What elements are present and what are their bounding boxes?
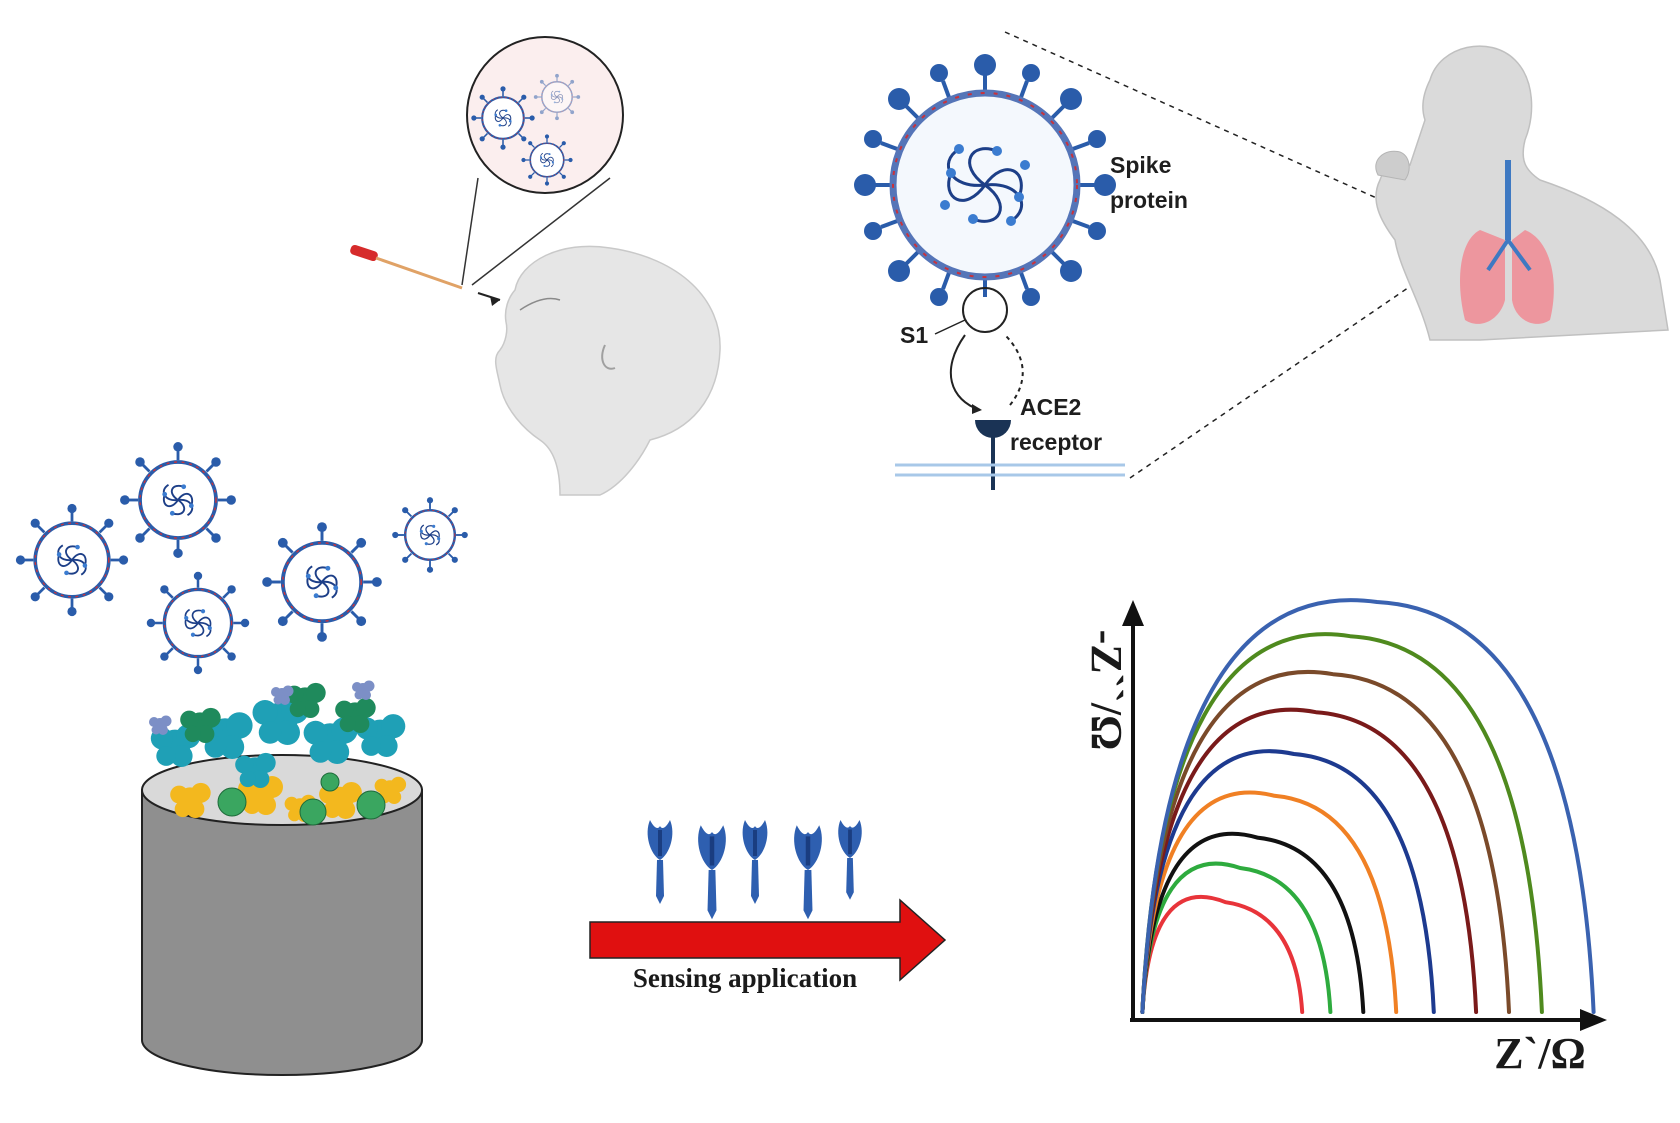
s1-label: S1 [900, 322, 928, 348]
spike-proteins-free [647, 820, 862, 920]
impedance-curve-6 [1140, 707, 1479, 1014]
y-axis-label: -Z``/Ω [1082, 630, 1131, 751]
magnified-sample-circle [466, 36, 624, 194]
spike-label-line1: Spike [1110, 152, 1171, 178]
ace2-label-line1: ACE2 [1020, 394, 1081, 420]
impedance-curve-5 [1140, 749, 1436, 1014]
sensing-arrow [589, 898, 947, 982]
nasal-swab-illustration [350, 36, 721, 496]
impedance-curve-3 [1140, 831, 1366, 1014]
x-axis-label: Z`/Ω [1494, 1029, 1585, 1078]
impedance-curve-1 [1140, 895, 1305, 1014]
impedance-curve-2 [1140, 861, 1333, 1014]
modified-electrode [141, 680, 423, 1076]
coughing-person-lungs [1375, 45, 1669, 341]
sensing-application-label: Sensing application [633, 963, 857, 993]
impedance-curve-7 [1140, 669, 1511, 1014]
impedance-curve-9 [1140, 598, 1596, 1014]
impedance-curve-4 [1140, 790, 1399, 1014]
ace2-label-line2: receptor [1010, 429, 1102, 455]
virus-spike-ace2-schematic: Spike protein S1 ACE2 receptor [854, 31, 1476, 490]
nyquist-plot: Z`/Ω -Z``/Ω [1082, 598, 1607, 1078]
virion-cloud [14, 440, 470, 676]
spike-label-line2: protein [1110, 187, 1188, 213]
